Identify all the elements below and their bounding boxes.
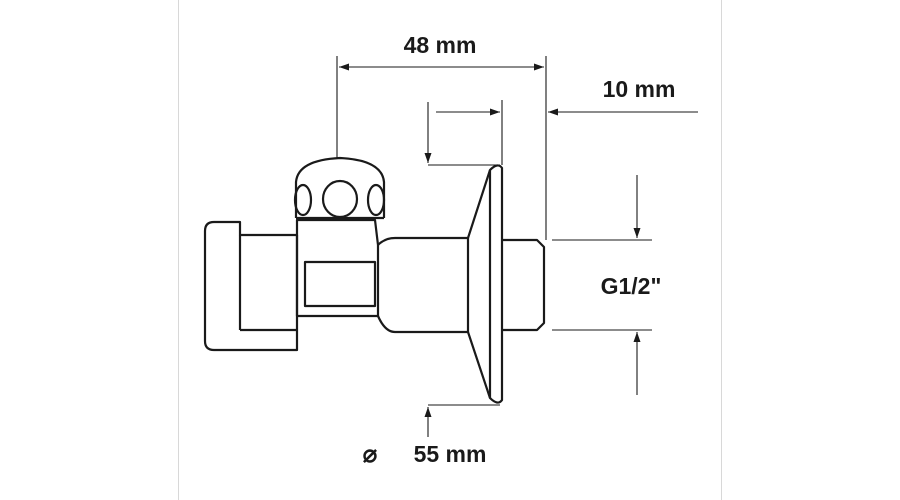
knob-left-lobe: [293, 183, 313, 217]
valve-body: [203, 156, 546, 404]
threaded-inlet: [502, 238, 546, 332]
right-frame-line: [721, 0, 722, 500]
diameter-symbol: ⌀: [363, 441, 378, 468]
diameter-label: 55 mm: [414, 441, 487, 467]
left-frame-line: [178, 0, 179, 500]
outlet-tube: [376, 236, 470, 334]
offset-label: 10 mm: [603, 76, 676, 102]
body-window: [303, 260, 377, 308]
dimension-lines: [336, 56, 698, 437]
knob-center-lobe: [321, 179, 359, 219]
knob-right-lobe: [366, 183, 386, 217]
handle-knob: [294, 156, 386, 218]
length-label: 48 mm: [404, 32, 477, 58]
compression-nut: [203, 220, 299, 352]
thread-label: G1/2": [601, 273, 662, 299]
valve-central-body: [295, 218, 380, 318]
rosette: [466, 164, 504, 404]
